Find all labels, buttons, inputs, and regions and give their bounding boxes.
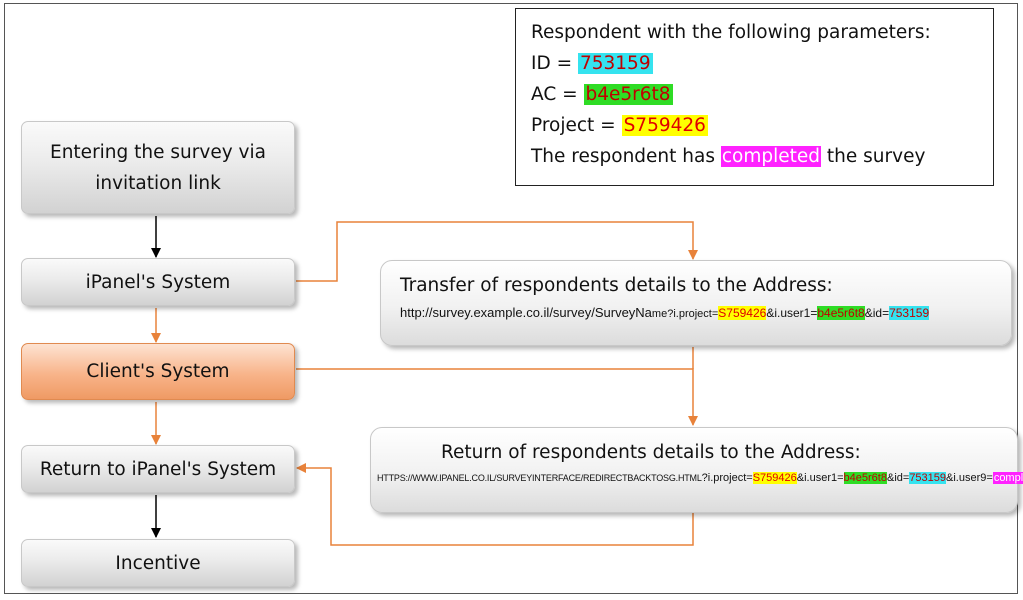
status-value: completed — [720, 146, 822, 167]
transfer-url-base: http://survey.example.co.il/survey/Surve… — [400, 305, 652, 320]
client-system-label: Client's System — [86, 361, 230, 382]
ac-value: b4e5r6t8 — [583, 84, 673, 105]
status-line: The respondent has completed the survey — [531, 141, 993, 172]
arrow-client-to-return-box — [296, 368, 698, 426]
status-suffix: the survey — [821, 146, 926, 167]
transfer-user1-key: &i.user1= — [766, 306, 818, 320]
return-ipanel-box: Return to iPanel's System — [21, 445, 295, 493]
id-label: ID = — [531, 53, 578, 74]
transfer-project: S759426 — [718, 306, 767, 320]
return-user1-key: &i.user1= — [796, 472, 844, 484]
arrow-ipanel-to-transfer — [296, 221, 698, 282]
client-system-box: Client's System — [21, 343, 295, 400]
respondent-parameters-box: Respondent with the following parameters… — [515, 8, 994, 186]
diagram-frame — [4, 3, 1018, 594]
incentive-label: Incentive — [115, 552, 201, 574]
transfer-url-rest: me?i.project= — [651, 308, 719, 320]
return-url: HTTPS://WWW.IPANEL.CO.IL/SURVEYINTERFACE… — [377, 472, 1023, 484]
return-ipanel-label: Return to iPanel's System — [39, 458, 277, 480]
parameters-title: Respondent with the following parameters… — [531, 22, 931, 43]
return-user9-key: &i.user9= — [946, 472, 993, 484]
ac-line: AC = b4e5r6t8 — [531, 79, 993, 110]
return-heading: Return of respondents details to the Add… — [441, 442, 861, 463]
arrow-returnbox-to-ipanel — [296, 463, 694, 546]
ac-label: AC = — [531, 84, 584, 105]
transfer-id-key: &id= — [864, 306, 890, 320]
return-id: 753159 — [909, 472, 947, 484]
ipanel-system-box: iPanel's System — [21, 258, 295, 306]
transfer-id: 753159 — [889, 306, 930, 320]
return-id-key: &id= — [886, 472, 910, 484]
return-project-key: ?i.project= — [701, 472, 753, 484]
id-line: ID = 753159 — [531, 48, 993, 79]
transfer-address-box: Transfer of respondents details to the A… — [380, 260, 1012, 346]
project-line: Project = S759426 — [531, 110, 993, 141]
entering-survey-box: Entering the survey via invitation link — [21, 121, 295, 214]
transfer-user1: b4e5r6t8 — [817, 306, 865, 320]
project-label: Project = — [531, 115, 622, 136]
return-address-box: Return of respondents details to the Add… — [370, 427, 1023, 513]
return-project: S759426 — [752, 472, 797, 484]
ipanel-system-label: iPanel's System — [85, 271, 231, 293]
id-value: 753159 — [577, 53, 653, 74]
return-user1: b4e5r6t8 — [843, 472, 887, 484]
incentive-box: Incentive — [21, 539, 295, 587]
transfer-heading: Transfer of respondents details to the A… — [400, 275, 833, 296]
return-url-base: HTTPS://WWW.IPANEL.CO.IL/SURVEYINTERFACE… — [377, 473, 702, 483]
status-prefix: The respondent has — [531, 146, 721, 167]
return-user9: complet — [992, 472, 1023, 484]
entering-survey-label: Entering the survey via invitation link — [50, 141, 266, 194]
transfer-url: http://survey.example.co.il/survey/Surve… — [400, 305, 930, 320]
project-value: S759426 — [621, 115, 708, 136]
